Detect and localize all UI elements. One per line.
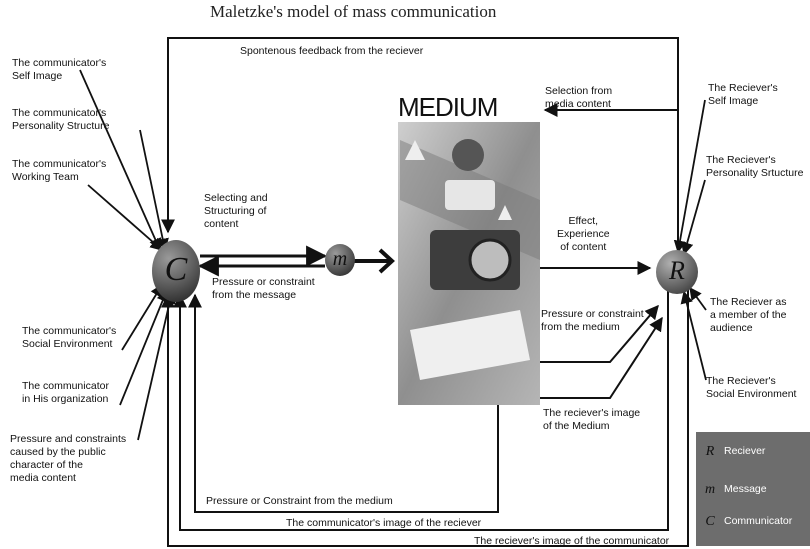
legend-message: Message — [724, 483, 767, 495]
legend-receiver: Reciever — [724, 445, 766, 457]
receiver-social-env-label: The Reciever's Social Environment — [706, 375, 797, 400]
receiver-influence-lines — [673, 99, 707, 381]
public-character-pressure-label: Pressure and constraints caused by the p… — [10, 433, 127, 484]
medium-illustration — [398, 122, 540, 405]
message-medium-chevron — [352, 248, 395, 274]
receiver-legend-icon: R — [705, 444, 715, 459]
feedback-label: Spontenous feedback from the reciever — [240, 45, 424, 57]
communicator-social-env-label: The communicator's Social Environment — [22, 325, 117, 350]
medium-heading: MEDIUM — [398, 92, 498, 122]
message-legend-icon: m — [704, 482, 716, 497]
legend-communicator: Communicator — [724, 515, 793, 527]
communicator-self-image-label: The communicator's Self Image — [12, 57, 107, 82]
diagram-title: Maletzke's model of mass communication — [210, 2, 497, 21]
receiver-node: R — [656, 250, 698, 294]
communicator-message-arrows — [197, 245, 328, 277]
pressure-from-message-label: Pressure or constraint from the message — [212, 276, 315, 301]
communicator-organization-label: The communicator in His organization — [22, 380, 109, 405]
legend: R Reciever m Message C Communicator — [696, 432, 810, 546]
communicator-node: C — [152, 240, 200, 302]
receiver-image-of-medium-label: The reciever's image of the Medium — [543, 407, 641, 432]
receiver-personality-label: The Reciever's Personality Srtucture — [706, 154, 804, 179]
bottom-feedback-loops — [161, 290, 689, 547]
pressure-from-medium-bottom-label: Pressure or Constraint from the medium — [206, 495, 393, 507]
communicator-working-team-label: The communicator's Working Team — [12, 158, 107, 183]
communicator-influence-lines — [79, 69, 176, 441]
selecting-structuring-label: Selecting and Structuring of content — [204, 192, 268, 230]
message-node: m — [325, 244, 355, 276]
receiver-audience-member-label: The Reciever as a member of the audience — [710, 296, 787, 334]
communicator-personality-label: The communicator's Personality Structure — [12, 107, 110, 132]
selection-from-media-label: Selection from media content — [545, 85, 613, 110]
communicator-legend-icon: C — [705, 514, 715, 529]
communicator-image-of-receiver-label: The communicator's image of the reciever — [286, 517, 482, 529]
receiver-image-of-communicator-label: The reciever's image of the communicator — [474, 535, 670, 547]
medium-receiver-arrows — [540, 103, 679, 399]
receiver-self-image-label: The Reciever's Self Image — [708, 82, 778, 107]
effect-experience-label: Effect, Experience of content — [557, 215, 610, 253]
pressure-from-medium-right-label: Pressure or constraint from the medium — [541, 308, 644, 333]
